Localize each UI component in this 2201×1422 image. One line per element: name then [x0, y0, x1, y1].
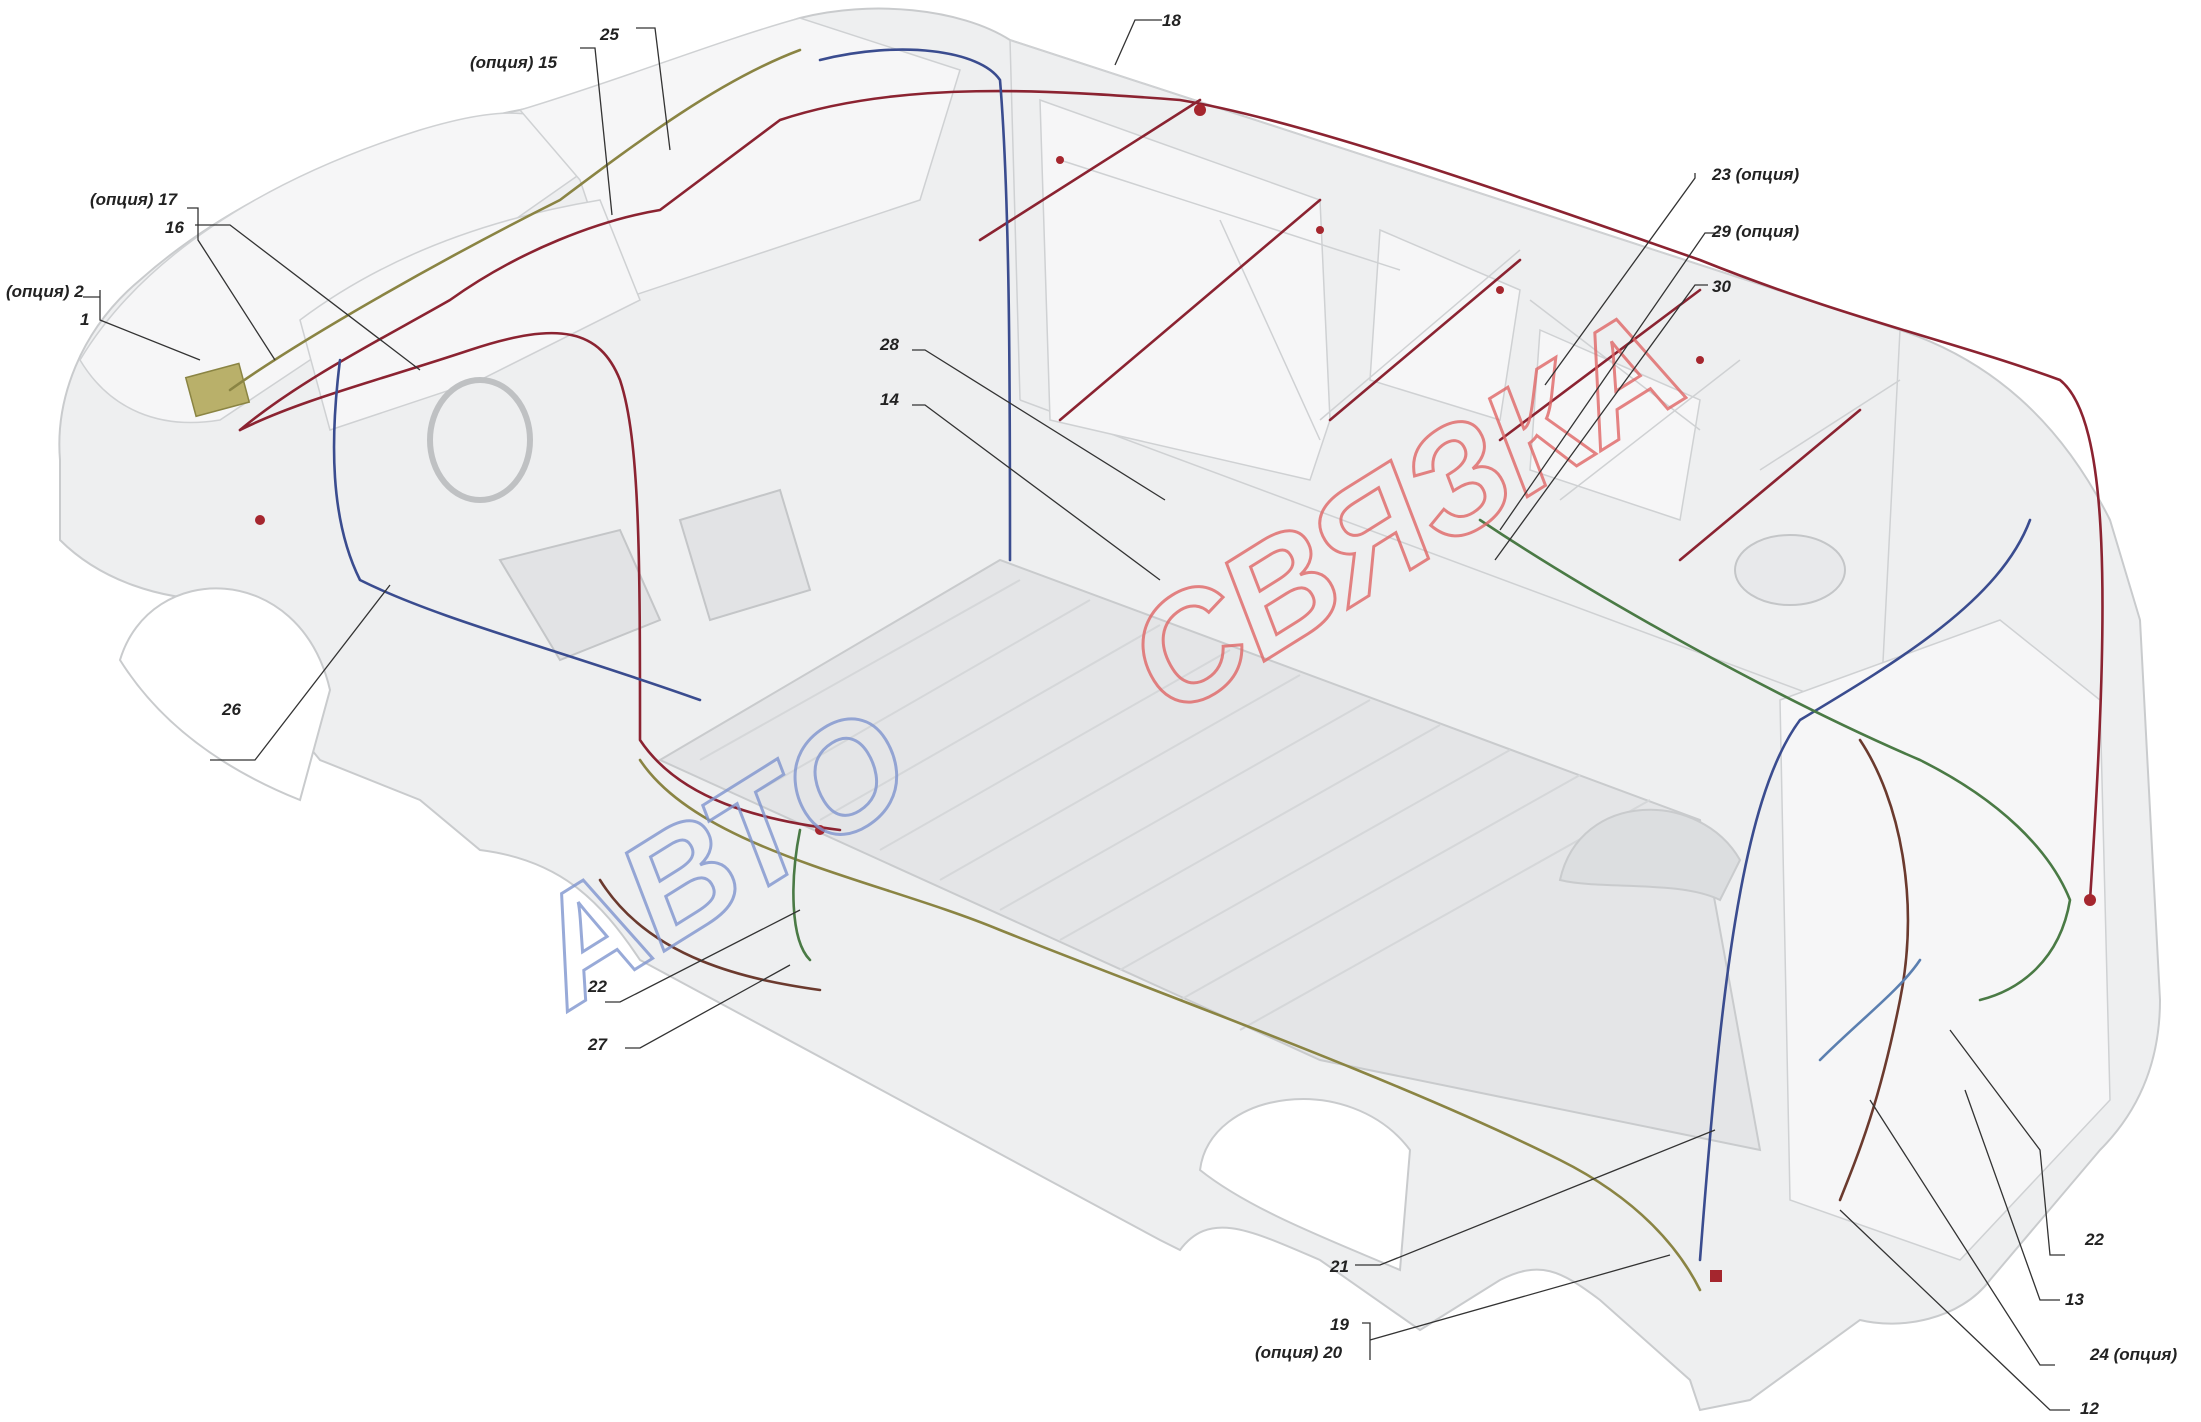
harness-green-fuel: [792, 828, 812, 962]
callout-label-2: (опция) 2: [6, 282, 84, 301]
battery-block: [184, 362, 251, 418]
harness-brown-fuel: [598, 878, 822, 992]
van-side-window: [1369, 228, 1521, 421]
callout-labels: 1 (опция) 2 12 13 14 (опция) 15 16 (опци…: [6, 11, 2177, 1418]
callout-label-30: 30: [1712, 277, 1731, 296]
callout-label-13: 13: [2065, 1290, 2084, 1309]
harness-blue-rear: [1698, 518, 2032, 1262]
callout-label-26: 26: [221, 700, 241, 719]
callout-label-24: 24 (опция): [2089, 1345, 2177, 1364]
harness-green-side: [1478, 518, 2072, 1002]
callout-label-14: 14: [880, 390, 899, 409]
inner-wheel-tub: [1558, 808, 1742, 902]
callout-label-27: 27: [587, 1035, 608, 1054]
passenger-seat: [678, 488, 812, 622]
van-windshield: [518, 17, 961, 301]
van-hood: [79, 112, 602, 424]
callout-leaders: [83, 19, 2070, 1411]
callout-label-19: 19: [1330, 1315, 1349, 1334]
harness-blue-front: [332, 358, 702, 702]
steering-wheel: [427, 377, 533, 503]
harness-blue-roof: [818, 48, 1012, 562]
callout-label-22-left: 22: [587, 977, 607, 996]
van-side-door: [1039, 98, 1331, 481]
callout-label-23: 23 (опция): [1711, 165, 1799, 184]
harness-red-dash: [238, 331, 842, 832]
callout-label-16: 16: [165, 218, 184, 237]
callout-label-12: 12: [2080, 1399, 2099, 1417]
callout-label-29: 29 (опция): [1711, 222, 1799, 241]
harness-lblue-door: [1818, 958, 1922, 1062]
rear-wheel-arch: [1198, 1098, 1412, 1272]
harness-connectors: [255, 104, 2096, 1282]
roof-cross-bars: [1059, 159, 1901, 501]
callout-label-28: 28: [879, 335, 899, 354]
callout-label-25: 25: [599, 25, 619, 44]
callout-label-15: (опция) 15: [470, 53, 558, 72]
harness-olive-front: [228, 48, 802, 392]
driver-seat: [498, 528, 662, 662]
van-roof-frame: [1009, 39, 1901, 721]
harness-red-roof: [238, 89, 2104, 902]
callout-label-22-right: 22: [2084, 1230, 2104, 1249]
callout-label-18: 18: [1162, 11, 1181, 30]
harness-brown-rear: [1838, 738, 1910, 1202]
wiring-harnesses: [228, 48, 2104, 1292]
front-wheel-arch: [118, 587, 332, 802]
harness-red-roofbars: [978, 98, 1862, 562]
callout-label-17: (опция) 17: [90, 190, 179, 209]
callout-label-1: 1: [80, 310, 89, 329]
van-body: [58, 7, 2162, 1412]
van-rear-window: [1529, 328, 1701, 521]
callout-label-20: (опция) 20: [1255, 1343, 1343, 1362]
washer-tank: [1734, 534, 1846, 606]
harness-olive-floor: [638, 758, 1702, 1292]
callout-label-21: 21: [1329, 1257, 1349, 1276]
van-rear-door: [1779, 619, 2111, 1261]
dashboard: [299, 199, 641, 431]
